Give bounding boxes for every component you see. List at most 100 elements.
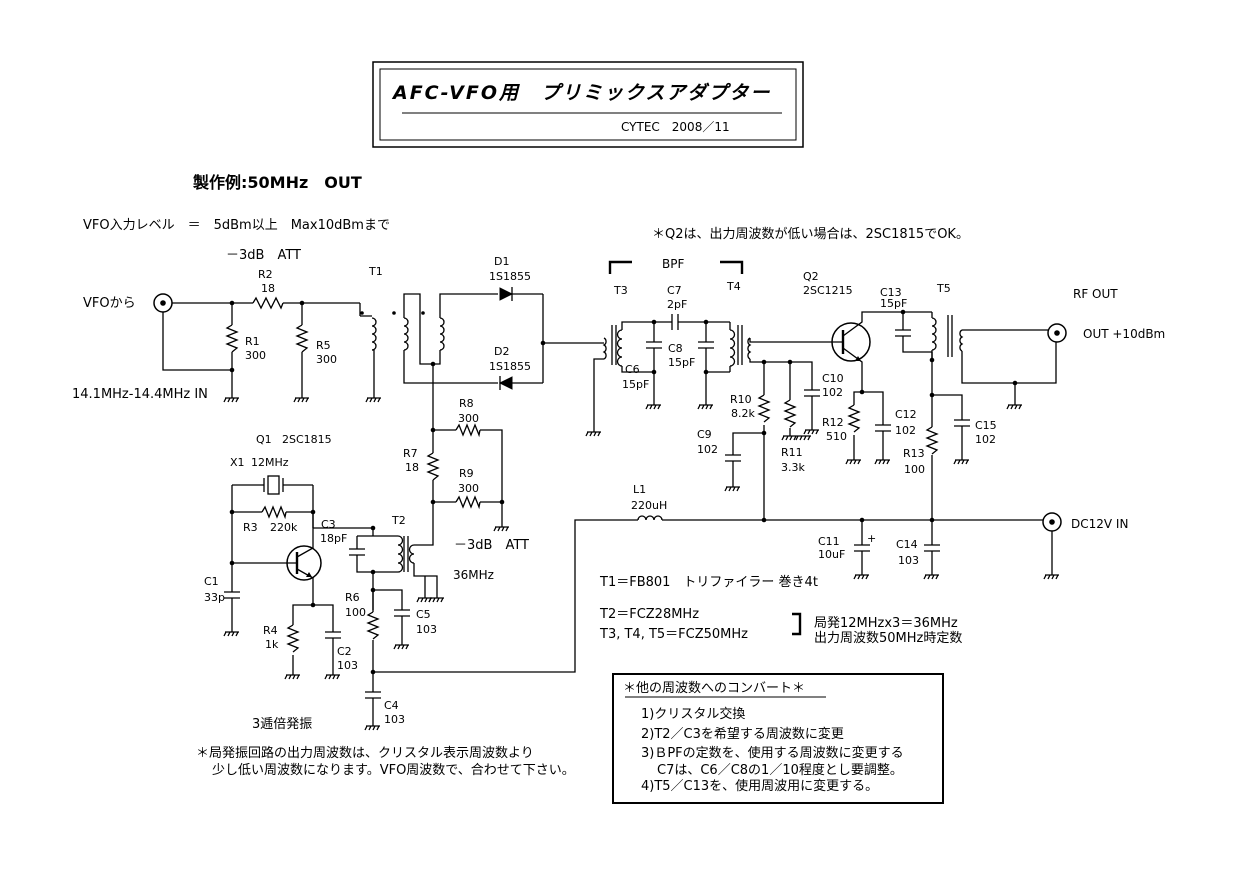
ground-symbol — [324, 674, 340, 680]
r8-name: R8 — [459, 397, 474, 410]
t2-name: T2 — [391, 514, 406, 527]
r10-name: R10 — [730, 393, 752, 406]
t3-name: T3 — [613, 284, 628, 297]
c2-value: 103 — [337, 659, 358, 672]
q1-name: Q1 — [256, 433, 272, 446]
r8-value: 300 — [458, 412, 479, 425]
ground-symbol — [953, 459, 969, 465]
ground-symbol — [781, 435, 797, 441]
output-section: C13 15pF T5 R13 100 C15 102 RF OUT OUT +… — [880, 282, 1165, 520]
r5-name: R5 — [316, 339, 331, 352]
title-credit: CYTEC 2008／11 — [621, 120, 730, 134]
capacitor-c15 — [954, 419, 970, 427]
t1-primary — [371, 317, 377, 351]
t4-name: T4 — [726, 280, 741, 293]
x1-name: X1 — [230, 456, 245, 469]
conversion-item-4: C7は、C6／C8の1／10程度とし要調整。 — [657, 762, 903, 778]
c9-value: 102 — [697, 443, 718, 456]
conversion-item-5: 4)T5／C13を、使用周波用に変更する。 — [641, 778, 878, 794]
c14-value: 103 — [898, 554, 919, 567]
ground-symbol — [284, 674, 300, 680]
r11-value: 3.3k — [781, 461, 805, 474]
r12-value: 510 — [826, 430, 847, 443]
att1-label: －3dB ATT — [226, 248, 301, 263]
bracket-line2: 出力周波数50MHz時定数 — [814, 631, 962, 646]
ground-symbol — [364, 725, 380, 731]
vfo-level-note: VFO入力レベル ＝ 5dBm以上 Max10dBmまで — [83, 218, 390, 233]
resistor-r2 — [252, 296, 284, 310]
r11-name: R11 — [781, 446, 803, 459]
r4-value: 1k — [265, 638, 279, 651]
bpf-section: BPF T3 T4 C7 2pF C6 15pF C8 15pF — [593, 257, 752, 432]
vfo-input-section: －3dB ATT VFOから R2 18 R1 300 R5 300 14.1M… — [72, 248, 360, 402]
bpf-label: BPF — [662, 257, 684, 271]
svg-text:+: + — [867, 532, 876, 545]
example-heading: 製作例:50MHz OUT — [192, 173, 362, 192]
diode-d1 — [499, 287, 543, 301]
conversion-item-3: 3)ＢPFの定数を、使用する周波数に変更する — [641, 745, 904, 761]
l1-name: L1 — [633, 483, 646, 496]
q2-note: ＊Q2は、出力周波数が低い場合は、2SC1815でOK。 — [652, 227, 969, 242]
title-main: AFC-VFO用 プリミックスアダプター — [391, 82, 771, 104]
t2-spec: T2＝FCZ28MHz — [599, 607, 699, 622]
capacitor-c6 — [646, 322, 662, 405]
capacitor-c5 — [394, 609, 410, 617]
c12-value: 102 — [895, 424, 916, 437]
c3-value: 18pF — [320, 532, 347, 545]
bracket-line1: 局発12MHzx3＝36MHz — [814, 616, 958, 631]
r5-value: 300 — [316, 353, 337, 366]
dc-in-label: DC12V IN — [1071, 517, 1128, 531]
r3-name: R3 — [243, 521, 258, 534]
conversion-item-2: 2)T2／C3を希望する周波数に変更 — [641, 726, 844, 742]
r13-value: 100 — [904, 463, 925, 476]
capacitor-c14 — [924, 520, 940, 575]
capacitor-c8 — [698, 322, 714, 405]
q2-value: 2SC1215 — [803, 284, 853, 297]
ground-symbol — [1006, 404, 1022, 410]
capacitor-c3 — [349, 535, 398, 573]
r9-name: R9 — [459, 467, 474, 480]
inductor-l1 — [637, 515, 663, 521]
c1-name: C1 — [204, 575, 219, 588]
resistor-r9 — [455, 495, 481, 510]
r7-value: 18 — [405, 461, 419, 474]
resistor-r13 — [925, 426, 939, 455]
t2-secondary — [408, 544, 415, 564]
title-block: AFC-VFO用 プリミックスアダプター CYTEC 2008／11 — [372, 61, 804, 148]
att2-label: －3dB ATT — [454, 538, 529, 553]
capacitor-c2 — [325, 631, 341, 640]
ground-symbol — [393, 644, 409, 650]
r13-name: R13 — [903, 447, 925, 460]
vfo-input-connector — [153, 293, 173, 313]
diode-d2 — [498, 376, 543, 390]
resistor-r7 — [426, 452, 440, 481]
amplifier-section: Q2 2SC1215 R10 8.2k R11 3.3k C10 102 C9 … — [697, 270, 917, 520]
c6-value: 15pF — [622, 378, 649, 391]
c11-value: 10uF — [818, 548, 845, 561]
rf-output-connector — [1047, 323, 1067, 343]
c8-value: 15pF — [668, 356, 695, 369]
resistor-r4 — [286, 624, 300, 653]
vfo-range-label: 14.1MHz-14.4MHz IN — [72, 387, 208, 402]
resistor-r5 — [295, 324, 309, 353]
vfo-in-label: VFOから — [83, 296, 136, 311]
c15-name: C15 — [975, 419, 997, 432]
r10-value: 8.2k — [731, 407, 755, 420]
ground-symbol — [365, 397, 381, 403]
rf-out-title: RF OUT — [1073, 287, 1118, 301]
x1-value: 12MHz — [251, 456, 289, 469]
local-osc-note-2: 少し低い周波数になります。VFO周波数で、合わせて下さい。 — [212, 763, 575, 778]
conversion-title: ＊他の周波数へのコンバート＊ — [623, 681, 805, 696]
ground-symbol — [724, 486, 740, 492]
t3-secondary — [616, 329, 623, 367]
c10-value: 102 — [822, 386, 843, 399]
r1-value: 300 — [245, 349, 266, 362]
c4-value: 103 — [384, 713, 405, 726]
r9-value: 300 — [458, 482, 479, 495]
c12-name: C12 — [895, 408, 917, 421]
q2-name: Q2 — [803, 270, 819, 283]
capacitor-c4 — [365, 691, 381, 699]
r3-value: 220k — [270, 521, 298, 534]
r2-name: R2 — [258, 268, 273, 281]
power-section: L1 220uH + C11 10uF C14 103 DC12V IN — [631, 483, 1128, 575]
